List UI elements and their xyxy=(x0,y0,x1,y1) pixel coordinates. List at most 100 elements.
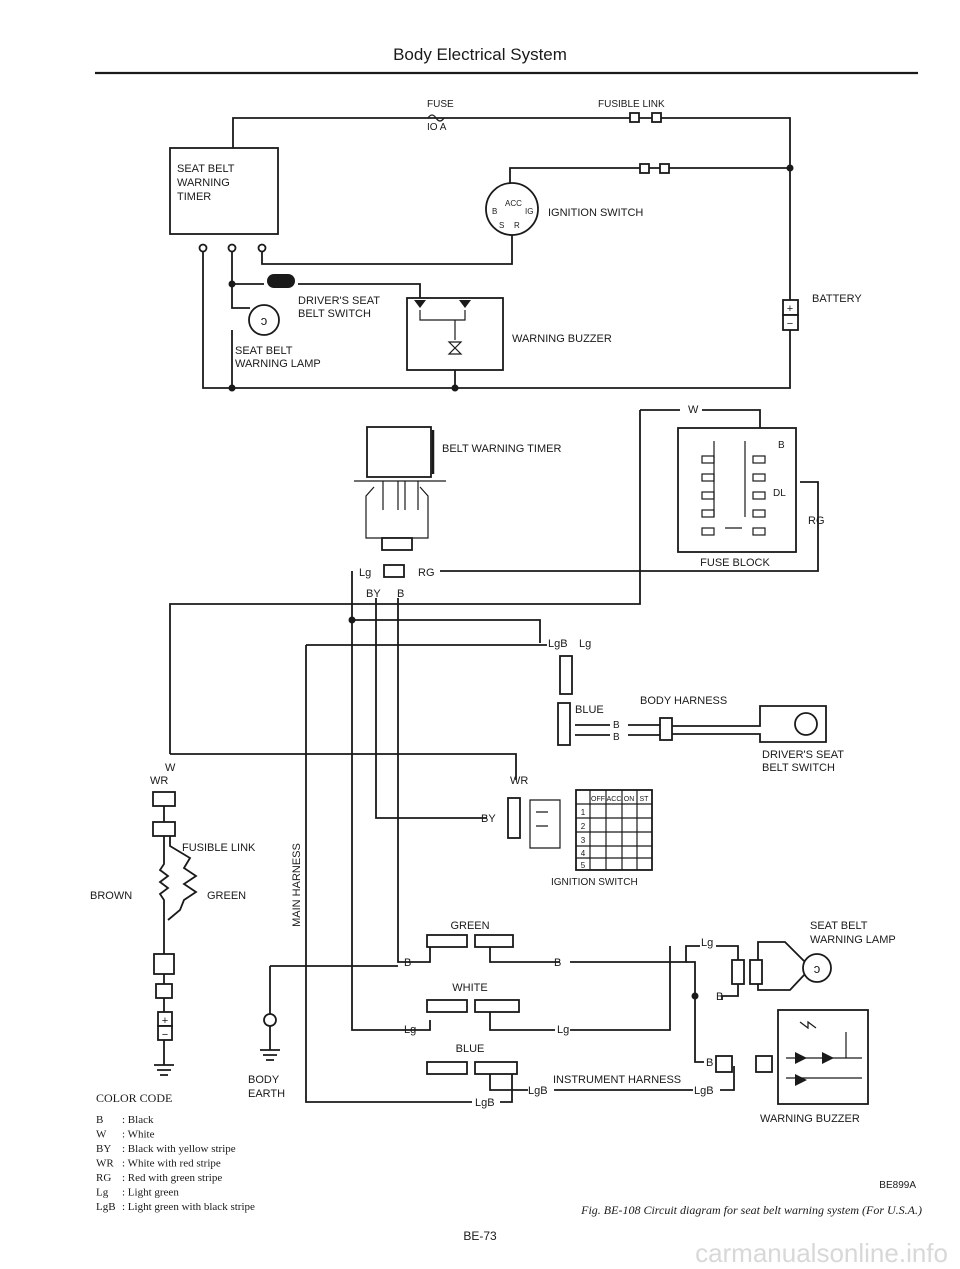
supply-line xyxy=(232,117,791,300)
body-driver-switch-1: DRIVER'S SEAT xyxy=(762,749,844,761)
lgb-label: LgB xyxy=(548,638,568,650)
lg-label-3: Lg xyxy=(404,1024,416,1036)
lamp-feed xyxy=(231,284,250,309)
driver-seat-switch-symbol xyxy=(267,274,295,288)
body-driver-switch-2: BELT SWITCH xyxy=(762,762,835,774)
b-wire-right xyxy=(570,945,700,963)
fuse-dl-label: DL xyxy=(773,488,786,499)
harness-layout: BELT WARNING TIMER Lg RG BY B RG W B DL … xyxy=(90,404,896,1125)
connector-icon xyxy=(426,934,468,948)
fusible-link-symbol xyxy=(629,112,640,123)
color-code-key: LgB xyxy=(96,1201,116,1213)
ign-acc: ACC xyxy=(505,199,522,208)
body-earth-label-1: BODY xyxy=(248,1074,280,1086)
connector-icon xyxy=(152,791,176,807)
connector-icon xyxy=(474,999,520,1013)
connector-icon xyxy=(153,953,175,975)
color-code-key: Lg xyxy=(96,1187,109,1199)
watermark: carmanualsonline.info xyxy=(695,1238,948,1268)
color-code-key: RG xyxy=(96,1172,111,1184)
connector-icon xyxy=(426,999,468,1013)
ign-row-3: 3 xyxy=(581,836,586,845)
terminal xyxy=(198,243,208,253)
b-label-3: B xyxy=(613,732,620,743)
w-top-label: W xyxy=(688,404,699,416)
by-mid-label: BY xyxy=(481,813,496,825)
lg-label-5: Lg xyxy=(701,937,713,949)
brown-label: BROWN xyxy=(90,890,132,902)
blue-label: BLUE xyxy=(575,704,604,716)
junction xyxy=(228,384,236,392)
seat-belt-lamp-icon xyxy=(802,953,832,983)
switch-feed xyxy=(231,252,264,285)
color-code-key: B xyxy=(96,1114,103,1126)
figure-ref: BE899A xyxy=(879,1180,916,1191)
connector-icon xyxy=(152,821,176,837)
wr-mid-label: WR xyxy=(510,775,528,787)
connector-icon xyxy=(755,1055,773,1073)
green-fusible-wire xyxy=(167,836,198,921)
body-harness-label: BODY HARNESS xyxy=(640,695,727,707)
lgb-label-4: LgB xyxy=(694,1085,714,1097)
fuse-block-box xyxy=(677,427,797,553)
lamp-label-1: SEAT BELT xyxy=(235,345,293,357)
warning-lamp-icon xyxy=(248,304,280,336)
ignition-table-grid xyxy=(576,790,652,870)
diode-icon xyxy=(414,300,471,308)
lg-label-4: Lg xyxy=(557,1024,569,1036)
ign-row-4: 4 xyxy=(581,849,586,858)
connector-icon xyxy=(659,717,673,741)
lg-wire-right xyxy=(570,946,671,1031)
fuse-label: FUSE xyxy=(427,99,454,110)
ign-s: S xyxy=(499,221,504,230)
w-wire-top xyxy=(640,409,761,428)
lg-link xyxy=(352,619,541,643)
color-code-desc: : White xyxy=(122,1129,155,1141)
wr-left-label: WR xyxy=(150,775,168,787)
lgb-to-buzzer xyxy=(720,1066,735,1091)
belt-warning-timer-box xyxy=(366,426,432,478)
terminal xyxy=(257,243,267,253)
connector-icon xyxy=(474,1061,518,1075)
ign-hdr-st: ST xyxy=(640,796,650,803)
ign-row-5: 5 xyxy=(581,861,586,870)
b-label-5: B xyxy=(554,957,561,969)
junction xyxy=(451,384,459,392)
connector-icon xyxy=(383,564,405,578)
b-buzzer xyxy=(686,961,704,1063)
b-label-7: B xyxy=(706,1057,713,1069)
b-label-4: B xyxy=(404,957,411,969)
lg-label-2: Lg xyxy=(579,638,591,650)
plus-icon: + xyxy=(162,1015,168,1027)
terminal xyxy=(227,243,237,253)
buzzer-label: WARNING BUZZER xyxy=(512,333,612,345)
battery-ground xyxy=(154,940,174,1076)
color-code-title: COLOR CODE xyxy=(96,1091,172,1105)
w-wire xyxy=(169,410,641,754)
timer-connector xyxy=(381,537,413,551)
timer-label-3: TIMER xyxy=(177,191,211,203)
fuse-symbol xyxy=(427,114,445,122)
ign-hdr-acc: ACC xyxy=(607,796,622,803)
ign-wire xyxy=(261,235,513,265)
lg-label: Lg xyxy=(359,567,371,579)
fuse-block-fuses xyxy=(701,441,766,536)
buzzer-icon xyxy=(447,341,463,355)
color-code-key: WR xyxy=(96,1158,114,1170)
ign-feed xyxy=(509,167,790,185)
battery-label: BATTERY xyxy=(812,293,862,305)
ign-ig: IG xyxy=(525,207,533,216)
fuse-block-label: FUSE BLOCK xyxy=(700,557,770,569)
lg-to-lamp xyxy=(716,945,739,960)
seat-belt-lamp-label-1: SEAT BELT xyxy=(810,920,868,932)
page-number: BE-73 xyxy=(463,1229,497,1243)
figure-caption: Fig. BE-108 Circuit diagram for seat bel… xyxy=(580,1203,922,1217)
lgb-wires xyxy=(489,1074,528,1103)
lg-wire-2 xyxy=(489,1012,555,1031)
schematic: FUSE IO A FUSIBLE LINK SEAT BELT WARNING… xyxy=(169,99,862,392)
lamp-label-2: WARNING LAMP xyxy=(235,358,321,370)
b-label: B xyxy=(397,588,404,600)
page-title: Body Electrical System xyxy=(393,45,567,64)
ign-hdr-off: OFF xyxy=(591,796,605,803)
